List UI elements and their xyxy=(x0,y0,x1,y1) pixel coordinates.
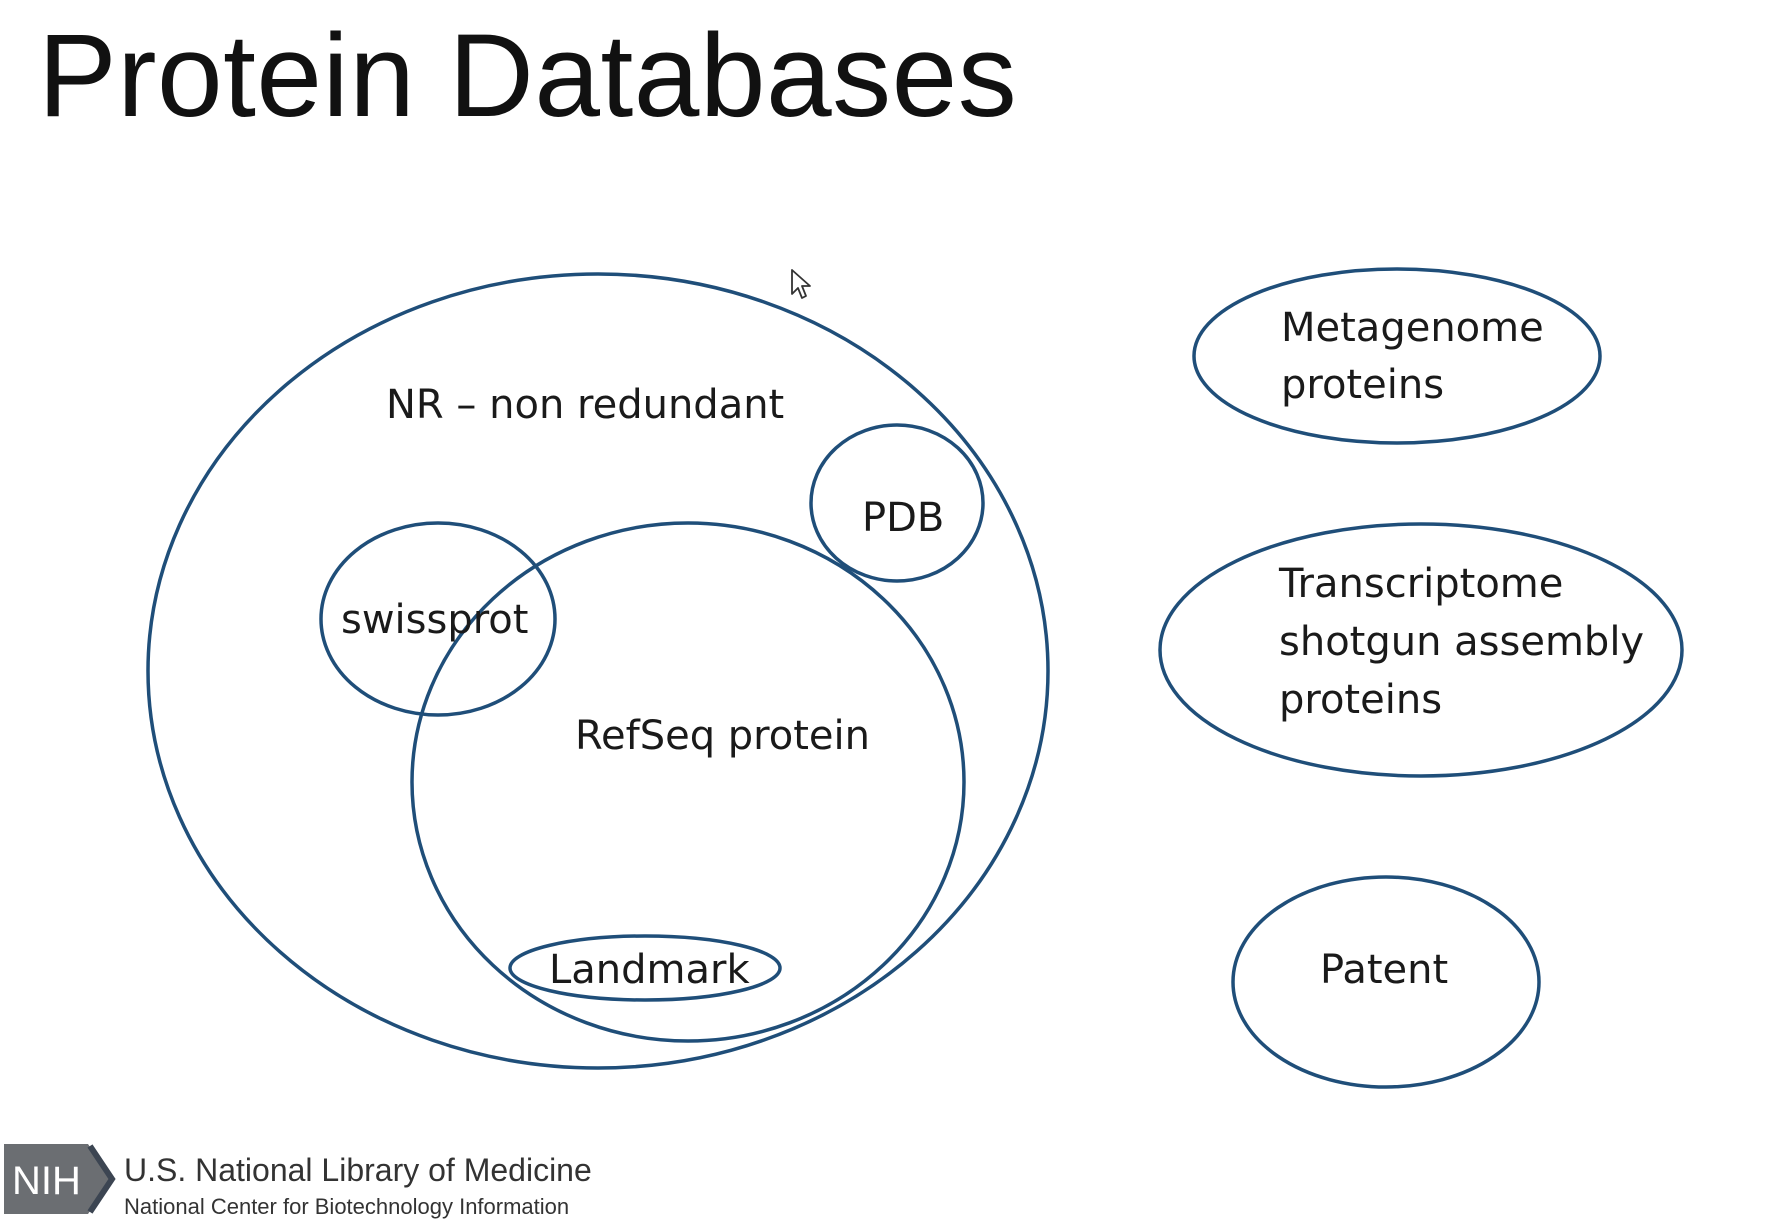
tsa-label-line3: proteins xyxy=(1279,677,1442,723)
landmark-ellipse xyxy=(508,934,782,1002)
nr-label: NR – non redundant xyxy=(386,382,784,428)
mouse-pointer-icon xyxy=(791,269,811,299)
nr-circle xyxy=(146,272,1050,1070)
tsa-ellipse xyxy=(1158,522,1684,778)
refseq-label: RefSeq protein xyxy=(575,713,870,759)
nih-logo: NIH xyxy=(4,1144,116,1214)
patent-label: Patent xyxy=(1320,947,1448,993)
metagenome-label-line1: Metagenome xyxy=(1281,305,1544,351)
footer: NIH U.S. National Library of Medicine Na… xyxy=(4,1142,704,1222)
pdb-circle xyxy=(809,423,985,583)
tsa-label-line1: Transcriptome xyxy=(1278,561,1563,607)
metagenome-ellipse xyxy=(1192,267,1602,445)
swissprot-label: swissprot xyxy=(341,597,528,643)
org-name: U.S. National Library of Medicine xyxy=(124,1152,592,1188)
metagenome-label-line2: proteins xyxy=(1281,362,1444,408)
patent-ellipse xyxy=(1231,875,1541,1089)
swissprot-circle xyxy=(319,521,557,717)
org-subtitle: National Center for Biotechnology Inform… xyxy=(124,1194,570,1219)
slide-title: Protein Databases xyxy=(38,10,1018,142)
refseq-circle xyxy=(410,521,966,1043)
tsa-label-line2: shotgun assembly xyxy=(1279,619,1644,665)
pdb-label: PDB xyxy=(862,495,944,541)
landmark-label: Landmark xyxy=(549,947,750,993)
nih-logo-text: NIH xyxy=(12,1159,81,1203)
